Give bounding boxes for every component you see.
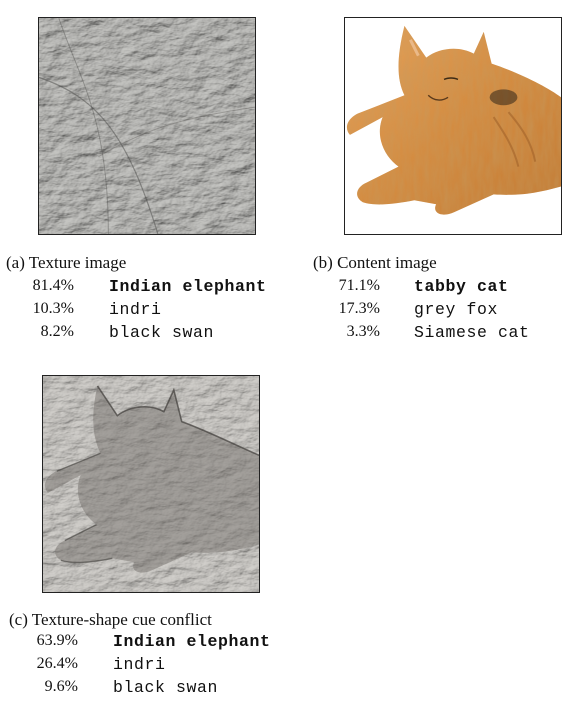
prediction-label: black swan bbox=[113, 678, 219, 697]
prediction-label: indri bbox=[109, 300, 162, 319]
prediction-percent: 63.9% bbox=[36, 632, 78, 649]
prediction-row: 8.2% black swan bbox=[0, 323, 300, 345]
prediction-row: 17.3% grey fox bbox=[300, 300, 570, 322]
prediction-row: 63.9% Indian elephant bbox=[0, 632, 320, 654]
prediction-percent: 8.2% bbox=[40, 323, 74, 340]
prediction-label: tabby cat bbox=[414, 277, 509, 296]
prediction-percent: 17.3% bbox=[338, 300, 380, 317]
prediction-row: 10.3% indri bbox=[0, 300, 300, 322]
prediction-label: grey fox bbox=[414, 300, 499, 319]
texture-image bbox=[38, 17, 256, 235]
texture-image-caption: (a) Texture image bbox=[6, 253, 127, 272]
prediction-label: indri bbox=[113, 655, 166, 674]
prediction-row: 9.6% black swan bbox=[0, 678, 320, 700]
prediction-label: black swan bbox=[109, 323, 215, 342]
prediction-row: 3.3% Siamese cat bbox=[300, 323, 570, 345]
cat-content-image bbox=[344, 17, 562, 235]
prediction-row: 81.4% Indian elephant bbox=[0, 277, 300, 299]
prediction-percent: 3.3% bbox=[346, 323, 380, 340]
prediction-row: 71.1% tabby cat bbox=[300, 277, 570, 299]
prediction-label: Indian elephant bbox=[109, 277, 267, 296]
cue-conflict-caption: (c) Texture-shape cue conflict bbox=[9, 610, 212, 629]
prediction-label: Siamese cat bbox=[414, 323, 530, 342]
prediction-percent: 26.4% bbox=[36, 655, 78, 672]
prediction-label: Indian elephant bbox=[113, 632, 271, 651]
prediction-percent: 81.4% bbox=[32, 277, 74, 294]
content-image-caption: (b) Content image bbox=[313, 253, 437, 272]
cue-conflict-image bbox=[42, 375, 260, 593]
prediction-row: 26.4% indri bbox=[0, 655, 320, 677]
prediction-percent: 10.3% bbox=[32, 300, 74, 317]
prediction-percent: 9.6% bbox=[44, 678, 78, 695]
prediction-percent: 71.1% bbox=[338, 277, 380, 294]
